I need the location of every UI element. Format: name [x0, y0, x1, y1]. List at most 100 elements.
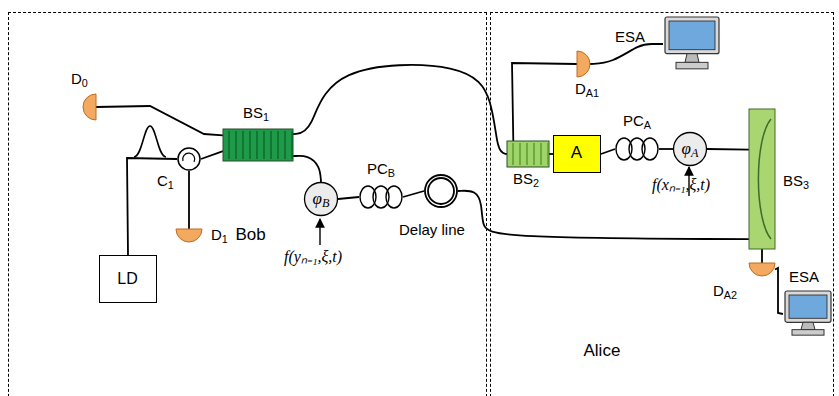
- laser-pulse: [134, 126, 166, 157]
- fiber-spool: [428, 178, 454, 204]
- delay-line: Delay line: [424, 174, 458, 208]
- component-label: ESA: [615, 29, 645, 46]
- optical-fiber: [775, 268, 783, 314]
- optical-fiber: [590, 44, 663, 64]
- component-label: BS1: [243, 105, 269, 122]
- splitter-stripe: [512, 143, 514, 165]
- detector-shape: [577, 51, 590, 77]
- component-label: D0: [71, 71, 88, 88]
- detector-body: [749, 263, 775, 276]
- component-label: φB: [313, 190, 330, 209]
- detector-shape: [749, 263, 775, 276]
- optical-fiber: [127, 158, 177, 255]
- optical-fiber: [201, 151, 223, 159]
- beam-splitter-shape: [749, 109, 775, 249]
- component-label: PCA: [623, 113, 651, 130]
- phase-modulator: φA: [673, 132, 707, 166]
- monitor-frame: [665, 17, 719, 54]
- splitter-stripe: [547, 143, 549, 165]
- optical-fiber: [601, 149, 615, 154]
- circulator-shape: [177, 147, 201, 171]
- delay-line-shape: [424, 174, 458, 208]
- splitter-body: [749, 109, 775, 249]
- polarization-controller-shape: [359, 185, 403, 209]
- optical-fiber: [293, 65, 507, 154]
- optical-fiber: [96, 106, 223, 135]
- optical-fiber: [659, 148, 673, 150]
- region-box: LDC1D0D1BS1φBPCBDelay lineBob: [8, 12, 487, 396]
- laser-box: LD: [99, 255, 157, 303]
- component-label: Delay line: [399, 222, 465, 239]
- splitter-stripe: [284, 131, 286, 159]
- component-label: D1: [211, 227, 228, 244]
- mirror-curve: [758, 119, 771, 239]
- splitter-stripe: [533, 143, 535, 165]
- optical-fiber: [512, 63, 577, 141]
- splitter-stripe: [270, 131, 272, 159]
- beam-splitter: BS2: [507, 141, 549, 167]
- splitter-stripe: [263, 131, 265, 159]
- spectrum-analyzer-shape: [663, 17, 721, 71]
- polarization-controller: PCA: [615, 137, 659, 161]
- component-label: ESA: [789, 269, 819, 286]
- detector-body: [83, 94, 96, 120]
- component-label: φA: [682, 140, 699, 159]
- circulator: C1: [177, 147, 201, 171]
- detector-shape: [176, 229, 202, 242]
- component-label: PCB: [367, 161, 395, 178]
- fiber-spool: [425, 175, 457, 207]
- component-label: Bob: [236, 226, 266, 245]
- monitor-screen: [669, 21, 715, 50]
- optical-fiber: [188, 171, 190, 229]
- component-label: BS2: [513, 171, 539, 188]
- monitor-stand: [685, 54, 699, 63]
- phase-modulator: φB: [304, 182, 338, 216]
- optical-fiber: [403, 191, 424, 197]
- optical-fiber: [707, 148, 749, 150]
- splitter-stripe: [256, 131, 258, 159]
- component-label: BS3: [783, 173, 809, 190]
- component-label: A: [571, 144, 582, 163]
- modulation-arrow: [319, 219, 320, 245]
- component-label: Alice: [584, 342, 621, 361]
- circulator-body: [178, 148, 200, 170]
- splitter-stripe: [242, 131, 244, 159]
- detector: D0: [83, 94, 96, 120]
- modulator-body: [674, 133, 707, 166]
- splitter-stripe: [235, 131, 237, 159]
- modulation-function: f(xₙ₋₁,ξ,t): [652, 176, 710, 194]
- monitor-base: [792, 330, 824, 336]
- splitter-stripe: [249, 131, 251, 159]
- optical-fiber: [458, 191, 749, 239]
- spectrum-analyzer: ESA: [783, 291, 833, 337]
- monitor-screen: [789, 295, 827, 318]
- optical-fiber: [338, 197, 359, 199]
- attenuator-box: A: [553, 135, 601, 173]
- spectrum-analyzer: ESA: [663, 17, 721, 71]
- component-label: C1: [157, 173, 174, 190]
- fiber-loop: [386, 186, 402, 208]
- detector: D1: [176, 229, 202, 242]
- polarization-controller-shape: [615, 137, 659, 161]
- component-label: DA1: [575, 81, 599, 98]
- region-box: DA1ESABS2APCAφABS3DA2ESAAlice: [490, 12, 834, 396]
- detector-body: [176, 229, 202, 242]
- modulation-function: f(yₙ₋₁,ξ,t): [284, 248, 342, 266]
- beam-splitter: BS3: [749, 109, 775, 249]
- spectrum-analyzer-shape: [783, 291, 833, 337]
- polarization-controller: PCB: [359, 185, 403, 209]
- optical-fiber: [761, 249, 763, 263]
- splitter-stripe: [540, 143, 542, 165]
- splitter-stripe: [291, 131, 293, 159]
- fiber-loop: [642, 138, 658, 160]
- component-label: LD: [117, 270, 137, 288]
- component-label: DA2: [713, 283, 737, 300]
- detector-shape: [83, 94, 96, 120]
- splitter-body: [223, 129, 293, 161]
- monitor-frame: [785, 291, 831, 322]
- beam-splitter-shape: [223, 129, 293, 161]
